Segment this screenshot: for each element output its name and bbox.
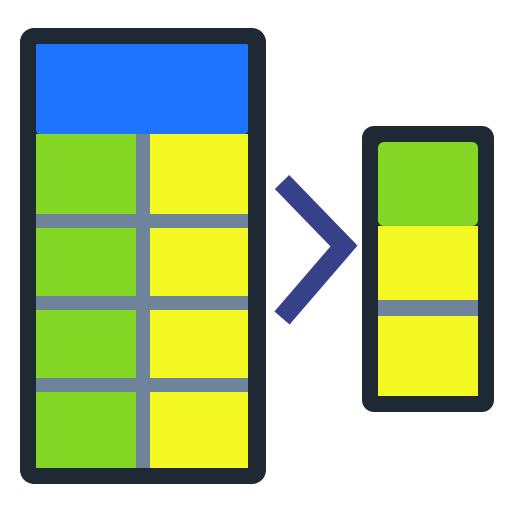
result-grid-horizontal: [378, 300, 478, 316]
source-grid-horizontal-3: [36, 378, 248, 392]
source-table-header: [36, 42, 248, 134]
result-column: [362, 126, 494, 412]
source-grid-horizontal-1: [36, 214, 248, 228]
result-column-border: [362, 126, 494, 412]
source-cell-green-3: [36, 310, 136, 378]
chevron-right-icon: [274, 175, 358, 325]
result-cell-yellow-1: [378, 226, 478, 300]
result-cell-yellow-2: [378, 316, 478, 396]
source-cell-green-2: [36, 228, 136, 296]
source-cell-yellow-2: [150, 228, 248, 296]
result-cell-green: [378, 142, 478, 226]
source-cell-yellow-1: [150, 134, 248, 214]
source-table-border: [20, 28, 266, 484]
source-cell-green-4: [36, 392, 136, 468]
source-cell-yellow-4: [150, 392, 248, 468]
source-cell-green-1: [36, 134, 136, 214]
source-cell-yellow-3: [150, 310, 248, 378]
source-table: [20, 28, 266, 484]
source-grid-horizontal-2: [36, 296, 248, 310]
